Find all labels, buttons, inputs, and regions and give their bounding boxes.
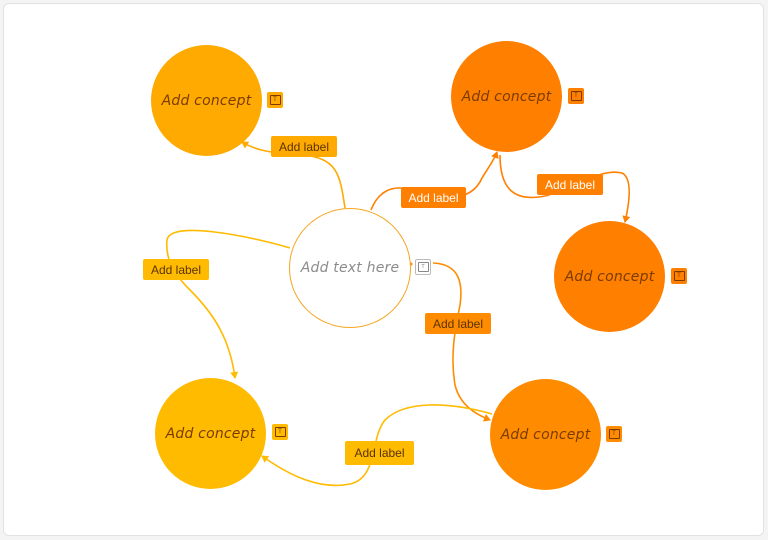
concept-text-right[interactable]: Add concept (564, 268, 655, 285)
concept-node-top-left[interactable]: Add concept (151, 45, 262, 156)
center-node-text[interactable]: Add text here (300, 260, 400, 276)
center-node[interactable]: Add text here (289, 208, 411, 328)
link-label-bottom-right[interactable]: Add label (425, 313, 491, 334)
concept-node-bottom-right[interactable]: Add concept (490, 379, 601, 490)
concept-bottom-left-text-icon[interactable]: T (272, 424, 288, 440)
link-label-right[interactable]: Add label (537, 174, 603, 195)
concept-node-top-right[interactable]: Add concept (451, 41, 562, 152)
link-center-bottom-left[interactable] (165, 229, 291, 379)
concept-top-left-text-icon[interactable]: T (267, 92, 283, 108)
concept-right-text-icon[interactable]: T (671, 268, 687, 284)
link-label-top-left[interactable]: Add label (271, 136, 337, 157)
link-center-bottom-right[interactable] (432, 262, 491, 422)
link-label-bottom-left[interactable]: Add label (143, 259, 209, 280)
concept-node-bottom-left[interactable]: Add concept (155, 378, 266, 489)
concept-text-bottom-right[interactable]: Add concept (500, 426, 591, 443)
concept-node-right[interactable]: Add concept (554, 221, 665, 332)
center-node-text-icon[interactable]: T (415, 259, 431, 275)
concept-top-right-text-icon[interactable]: T (568, 88, 584, 104)
concept-bottom-right-text-icon[interactable]: T (606, 426, 622, 442)
concept-text-top-right[interactable]: Add concept (461, 88, 552, 105)
link-label-bottom[interactable]: Add label (345, 441, 414, 465)
concept-text-top-left[interactable]: Add concept (161, 92, 252, 109)
concept-text-bottom-left[interactable]: Add concept (165, 425, 256, 442)
link-label-top-right[interactable]: Add label (401, 187, 466, 208)
